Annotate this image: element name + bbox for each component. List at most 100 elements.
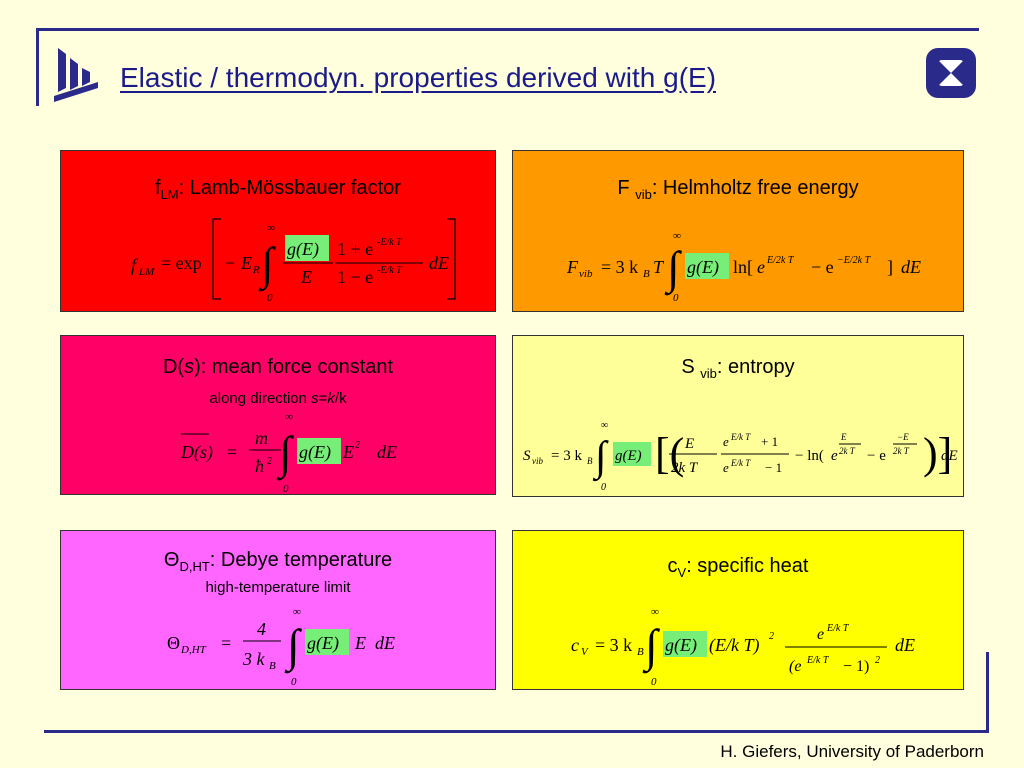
svg-text:E: E — [684, 436, 694, 452]
svg-text:−: − — [225, 253, 235, 273]
svg-text:2k T: 2k T — [839, 446, 856, 456]
svg-text:+ 1: + 1 — [761, 434, 778, 449]
svg-text:∫: ∫ — [276, 427, 294, 481]
university-seal-icon — [926, 48, 976, 98]
svg-text:m: m — [255, 428, 268, 448]
svg-text:∞: ∞ — [285, 411, 293, 423]
svg-text:e: e — [723, 460, 729, 475]
svg-text:− 1): − 1) — [843, 658, 869, 675]
svg-text:∞: ∞ — [267, 222, 275, 234]
svg-text:∞: ∞ — [651, 606, 659, 618]
box-debye-temperature: ΘD,HT: Debye temperature high-temperatur… — [60, 530, 496, 690]
svg-text:E: E — [300, 267, 312, 287]
svg-text:0: 0 — [601, 482, 606, 493]
svg-text:2: 2 — [355, 440, 360, 451]
box-entropy: S vib: entropy S vib = 3 k B ∞ ∫ 0 g(E) … — [512, 335, 964, 497]
svg-text:dE: dE — [941, 448, 958, 464]
box-debye-heading: ΘD,HT: Debye temperature — [163, 549, 393, 574]
svg-text:-E/k T: -E/k T — [377, 237, 403, 248]
svg-text:E/k T: E/k T — [730, 432, 751, 442]
svg-text:g(E): g(E) — [665, 635, 697, 656]
svg-text:2: 2 — [769, 631, 774, 642]
svg-text:E/2k T: E/2k T — [766, 255, 795, 266]
svg-text:dE: dE — [901, 257, 921, 277]
svg-text:e: e — [817, 626, 824, 643]
svg-text:ln[: ln[ — [733, 257, 753, 277]
svg-text:f: f — [131, 255, 139, 275]
svg-text:B: B — [637, 646, 644, 658]
box-heat-heading: cV: specific heat — [667, 555, 809, 580]
box-debye-subheading: high-temperature limit — [205, 579, 351, 596]
svg-text:= exp: = exp — [161, 253, 202, 273]
university-logo-icon — [54, 48, 98, 102]
svg-text:)]: )] — [923, 429, 952, 478]
svg-text:4: 4 — [257, 619, 266, 639]
svg-text:− ln(: − ln( — [795, 448, 824, 464]
svg-text:2k T: 2k T — [893, 446, 910, 456]
box-entropy-heading: S vib: entropy — [681, 356, 795, 381]
svg-text:g(E): g(E) — [287, 239, 319, 260]
svg-text:(e: (e — [789, 658, 801, 675]
svg-text:R: R — [252, 264, 260, 276]
svg-text:0: 0 — [651, 676, 657, 688]
svg-text:3 k: 3 k — [242, 649, 266, 669]
svg-text:∫: ∫ — [258, 238, 276, 292]
svg-text:e: e — [723, 434, 729, 449]
svg-text:vib: vib — [532, 456, 543, 466]
box-force-heading: D(s): mean force constant — [162, 356, 394, 378]
svg-text:2: 2 — [267, 456, 272, 467]
svg-text:-E/k T: -E/k T — [377, 265, 403, 276]
svg-text:B: B — [269, 660, 276, 672]
svg-text:S: S — [523, 448, 531, 464]
svg-text:= 3 k: = 3 k — [595, 635, 632, 655]
formula-force: D(s) = m ħ 2 ∞ ∫ 0 g(E) E 2 dE — [180, 411, 397, 495]
svg-text:−E: −E — [897, 432, 909, 442]
svg-text:E: E — [840, 432, 847, 442]
frame-bottom-line — [44, 730, 989, 733]
svg-text:F: F — [566, 257, 579, 277]
svg-text:D,HT: D,HT — [180, 644, 207, 656]
svg-text:E/k T: E/k T — [806, 655, 830, 666]
svg-text:E: E — [342, 442, 354, 462]
svg-text:∫: ∫ — [664, 242, 682, 296]
svg-text:B: B — [643, 268, 650, 280]
svg-text:dE: dE — [377, 442, 397, 462]
svg-text:∞: ∞ — [673, 230, 681, 242]
box-lamb-moessbauer: fLM: Lamb-Mössbauer factor f LM = exp − … — [60, 150, 496, 312]
svg-text:E: E — [240, 253, 252, 273]
svg-text:e: e — [757, 257, 765, 277]
svg-text:0: 0 — [267, 292, 273, 304]
svg-text:D(s): D(s) — [180, 442, 213, 463]
slide-footer: H. Giefers, University of Paderborn — [720, 742, 984, 761]
svg-text:Θ: Θ — [167, 633, 180, 653]
svg-text:− e: − e — [867, 448, 886, 464]
box-mean-force-constant: D(s): mean force constant along directio… — [60, 335, 496, 495]
svg-text:dE: dE — [375, 633, 395, 653]
svg-text:V: V — [581, 646, 589, 658]
svg-text:∞: ∞ — [601, 420, 608, 431]
svg-text:c: c — [571, 635, 579, 655]
box-helmholtz: F vib: Helmholtz free energy F vib = 3 k… — [512, 150, 964, 312]
svg-text:1 + e: 1 + e — [337, 239, 373, 259]
svg-text:= 3 k: = 3 k — [551, 448, 582, 464]
svg-text:1 − e: 1 − e — [337, 267, 373, 287]
frame-top-line — [36, 28, 979, 31]
formula-heat: c V = 3 k B ∞ ∫ 0 g(E) (E/k T) 2 e E/k T… — [571, 606, 915, 688]
formula-debye: Θ D,HT = 4 3 k B ∞ ∫ 0 g(E) E dE — [167, 606, 395, 688]
svg-text:∫: ∫ — [284, 620, 302, 674]
formula-entropy: S vib = 3 k B ∞ ∫ 0 g(E) [( E 2k T e E/k… — [523, 420, 958, 493]
svg-text:− 1: − 1 — [765, 460, 782, 475]
svg-text:∞: ∞ — [293, 606, 301, 618]
formula-helmholtz: F vib = 3 k B T ∞ ∫ 0 g(E) ln[ e E/2k T … — [566, 230, 921, 304]
svg-text:− e: − e — [811, 257, 834, 277]
svg-text:g(E): g(E) — [615, 448, 642, 464]
svg-text:= 3 k: = 3 k — [601, 257, 638, 277]
svg-text:]: ] — [887, 257, 893, 277]
svg-text:g(E): g(E) — [687, 257, 719, 278]
svg-text:0: 0 — [673, 292, 679, 304]
svg-text:2k T: 2k T — [671, 460, 699, 476]
svg-text:B: B — [587, 456, 593, 466]
svg-text:(E/k T): (E/k T) — [709, 635, 759, 656]
svg-text:dE: dE — [429, 253, 449, 273]
svg-text:E/k T: E/k T — [730, 458, 751, 468]
